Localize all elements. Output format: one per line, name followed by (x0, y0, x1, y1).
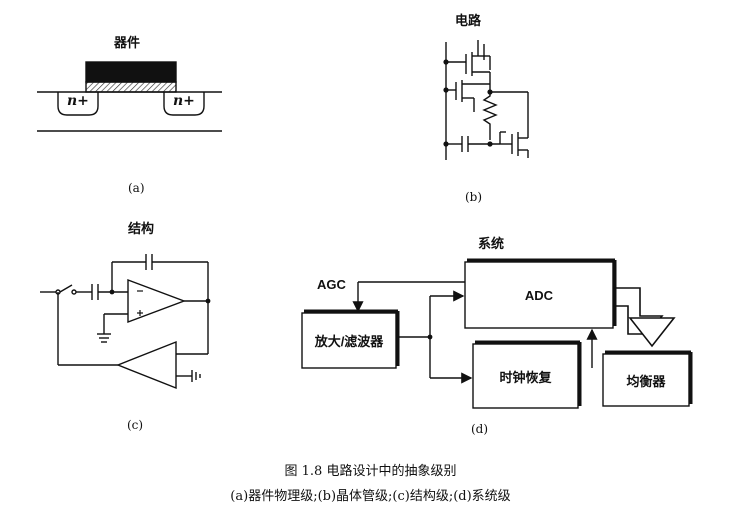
agc-label: AGC (317, 277, 346, 292)
panel-c-label: (c) (127, 418, 144, 432)
equalizer-block-frame (602, 353, 690, 407)
gate-electrode (85, 61, 177, 83)
n-plus-label-left: n+ (67, 93, 89, 109)
panel-d-label: (d) (471, 422, 489, 436)
panel-d-title: 系统 (478, 237, 505, 252)
circuit-nodes (443, 59, 493, 147)
adc-block-frame (464, 261, 614, 329)
structure-nodes (109, 289, 211, 304)
caption-line-2: (a)器件物理级;(b)晶体管级;(c)结构级;(d)系统级 (230, 489, 511, 504)
clock-recovery-block-frame (472, 343, 579, 409)
panel-a-title: 器件 (114, 36, 141, 51)
panel-c-title: 结构 (128, 222, 155, 237)
n-plus-region-right (163, 92, 205, 116)
structure-schematic (40, 254, 209, 390)
panel-b-title: 电路 (455, 14, 482, 29)
amp-filter-block: 放大/滤波器 (314, 334, 384, 349)
device-cross-section (37, 61, 222, 132)
system-nodes (427, 334, 433, 340)
n-plus-label-right: n+ (173, 93, 195, 109)
panel-a-label: (a) (128, 181, 145, 195)
equalizer-block: 均衡器 (626, 373, 666, 389)
comparator-triangle (116, 340, 177, 390)
gate-oxide (85, 81, 177, 93)
amp-filter-block-frame (301, 312, 397, 369)
system-block-diagram (301, 258, 693, 409)
caption-line-1: 图 1.8 电路设计中的抽象级别 (284, 464, 457, 479)
panel-b-label: (b) (465, 190, 483, 204)
adc-block: ADC (524, 287, 554, 303)
n-plus-region-left (57, 92, 99, 116)
clock-recovery-block: 时钟恢复 (499, 369, 552, 385)
op-amp-triangle (127, 278, 186, 324)
op-amp-signs (137, 290, 143, 316)
transistor-circuit (445, 40, 529, 160)
